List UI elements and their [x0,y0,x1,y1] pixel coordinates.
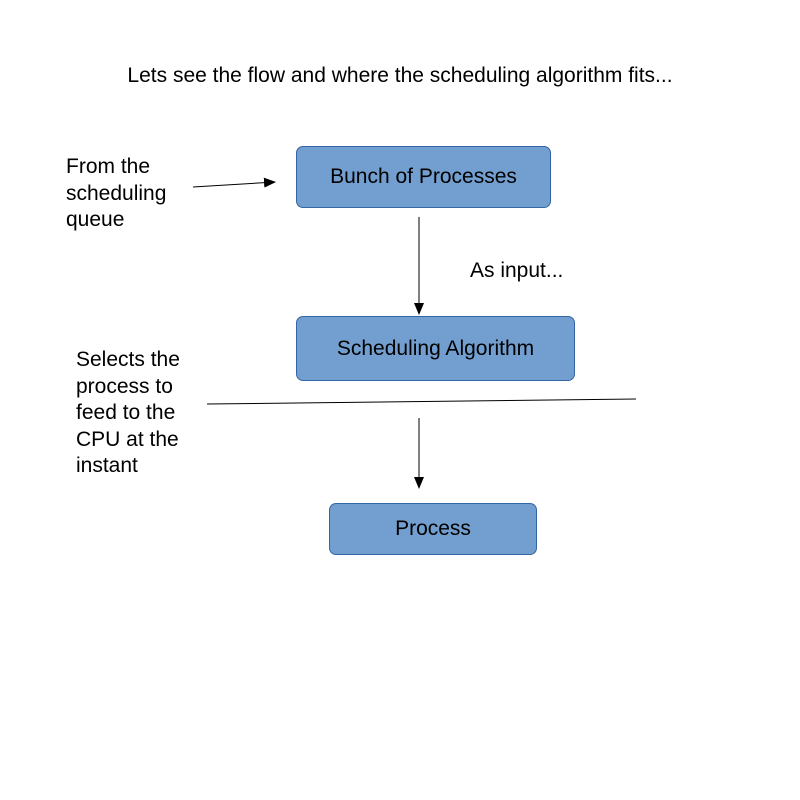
as-input-note: As input... [470,259,564,282]
process-label: Process [395,517,471,540]
bunch-of-processes-label: Bunch of Processes [330,165,517,188]
diagram-title: Lets see the flow and where the scheduli… [127,64,673,87]
divider-line [206,398,637,405]
selects-process-note: Selects the process to feed to the CPU a… [76,348,180,477]
from-queue-note: From the scheduling queue [66,155,167,231]
scheduling-algorithm-box: Scheduling Algorithm [296,316,575,381]
bunch-of-processes-box: Bunch of Processes [296,146,551,208]
scheduling-algorithm-label: Scheduling Algorithm [336,336,535,360]
arrow-from-queue [192,177,276,188]
process-box: Process [329,503,537,555]
